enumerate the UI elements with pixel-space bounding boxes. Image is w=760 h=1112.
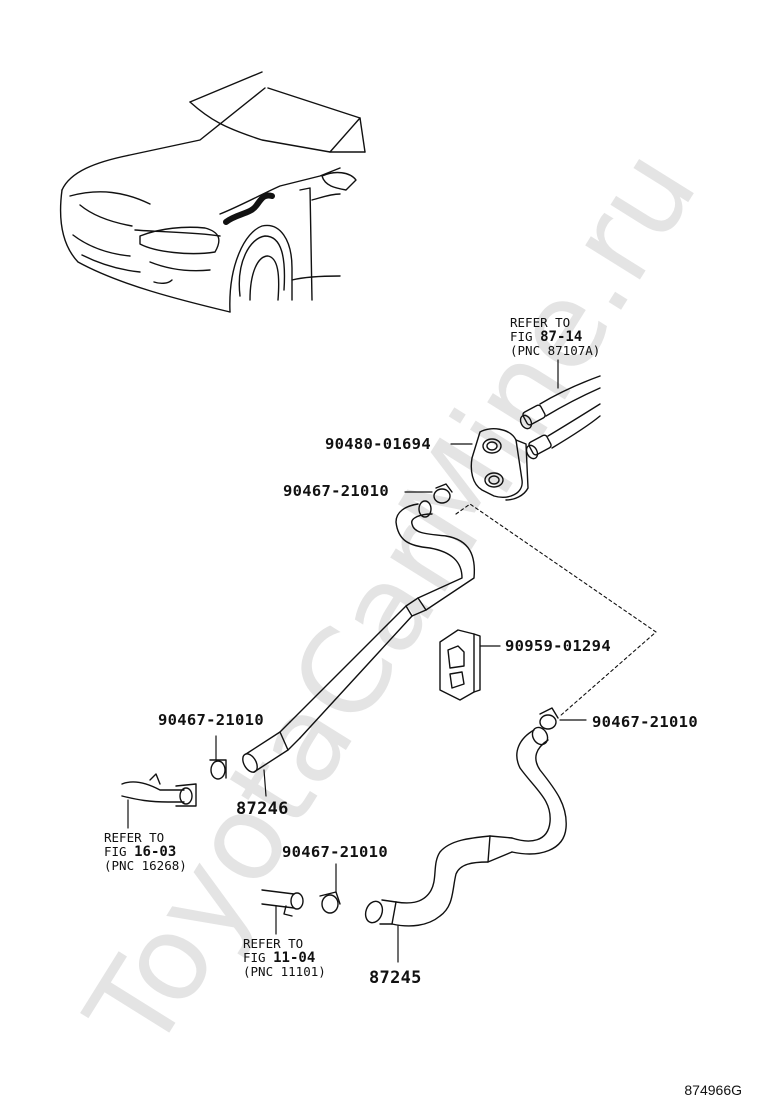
label-hose-87246: 87246 xyxy=(236,799,289,819)
heater-pipes-upper xyxy=(519,359,601,460)
ref-16-03-fig: FIG 16-03 xyxy=(104,844,177,860)
ref-16-03-line1: REFER TO xyxy=(104,830,165,845)
car-illustration xyxy=(59,71,366,313)
label-clamp-left-part: 90467-21010 xyxy=(158,711,264,729)
ref-11-04-pnc: (PNC 11101) xyxy=(243,964,326,979)
routing-dashed-line xyxy=(455,503,657,717)
pipe-11-04 xyxy=(261,889,304,935)
ref-87-14-fig: FIG 87-14 xyxy=(510,329,583,345)
hose-87246 xyxy=(242,500,476,797)
clamp-left xyxy=(209,735,227,780)
diagram-code: 874966G xyxy=(684,1082,742,1098)
ref-fig-11-04: REFER TO FIG 11-04 (PNC 11101) xyxy=(243,937,326,979)
pipe-16-03 xyxy=(121,773,197,829)
label-grommet-part: 90480-01694 xyxy=(325,435,431,453)
ref-11-04-line1: REFER TO xyxy=(243,936,304,951)
ref-11-04-fig: FIG 11-04 xyxy=(243,950,316,966)
ref-fig-16-03: REFER TO FIG 16-03 (PNC 16268) xyxy=(104,831,187,873)
hose-87245 xyxy=(364,726,567,963)
label-clamp-top-part: 90467-21010 xyxy=(283,482,389,500)
grommet xyxy=(450,428,529,501)
label-clip-part: 90959-01294 xyxy=(505,637,611,655)
ref-fig-87-14: REFER TO FIG 87-14 (PNC 87107A) xyxy=(510,316,600,358)
ref-87-14-line1: REFER TO xyxy=(510,315,571,330)
clamp-bottom xyxy=(319,863,341,914)
ref-87-14-pnc: (PNC 87107A) xyxy=(510,343,601,358)
label-hose-87245: 87245 xyxy=(369,968,422,988)
clamp-top xyxy=(404,483,453,504)
ref-16-03-pnc: (PNC 16268) xyxy=(104,858,187,873)
label-clamp-right-part: 90467-21010 xyxy=(592,713,698,731)
clip xyxy=(439,629,501,701)
label-clamp-bottom-part: 90467-21010 xyxy=(282,843,388,861)
clamp-right xyxy=(539,707,587,730)
